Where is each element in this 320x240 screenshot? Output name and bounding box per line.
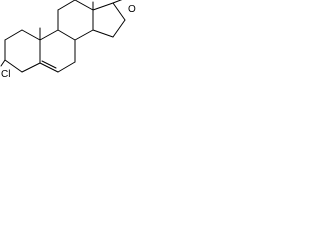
bond-c9-c8	[57, 29, 76, 41]
ketone-oxygen-label: O	[128, 4, 136, 15]
double-bond-c5-c6	[41, 60, 57, 69]
chlorine-bond	[0, 59, 6, 67]
ring-a	[4, 29, 41, 73]
bond-c7-c6	[57, 61, 76, 73]
ring-c	[57, 0, 94, 41]
bond-c12-c13	[74, 0, 94, 11]
bond-c14-c8	[74, 29, 94, 41]
bond-c6-c5	[39, 62, 59, 73]
bond-c11-c12	[57, 0, 76, 11]
chemical-structure-canvas: O Cl	[0, 0, 150, 103]
bond-c16-c15	[112, 19, 126, 38]
bond-c15-c14	[92, 29, 114, 38]
ketone-bond	[112, 0, 123, 4]
chlorine-label: Cl	[1, 69, 10, 80]
bond-c1-c2	[4, 29, 23, 41]
bond-c17-c16	[112, 2, 126, 21]
bond-c10-c1	[21, 29, 41, 41]
bond-c4-c5	[21, 62, 41, 73]
bond-c3-c4	[4, 59, 23, 73]
steroid-structure-diagram: O Cl	[0, 0, 136, 80]
bond-c13-c17	[92, 2, 114, 11]
ring-b	[39, 29, 76, 73]
bond-c10-c9	[39, 29, 59, 41]
ring-d	[92, 2, 126, 38]
